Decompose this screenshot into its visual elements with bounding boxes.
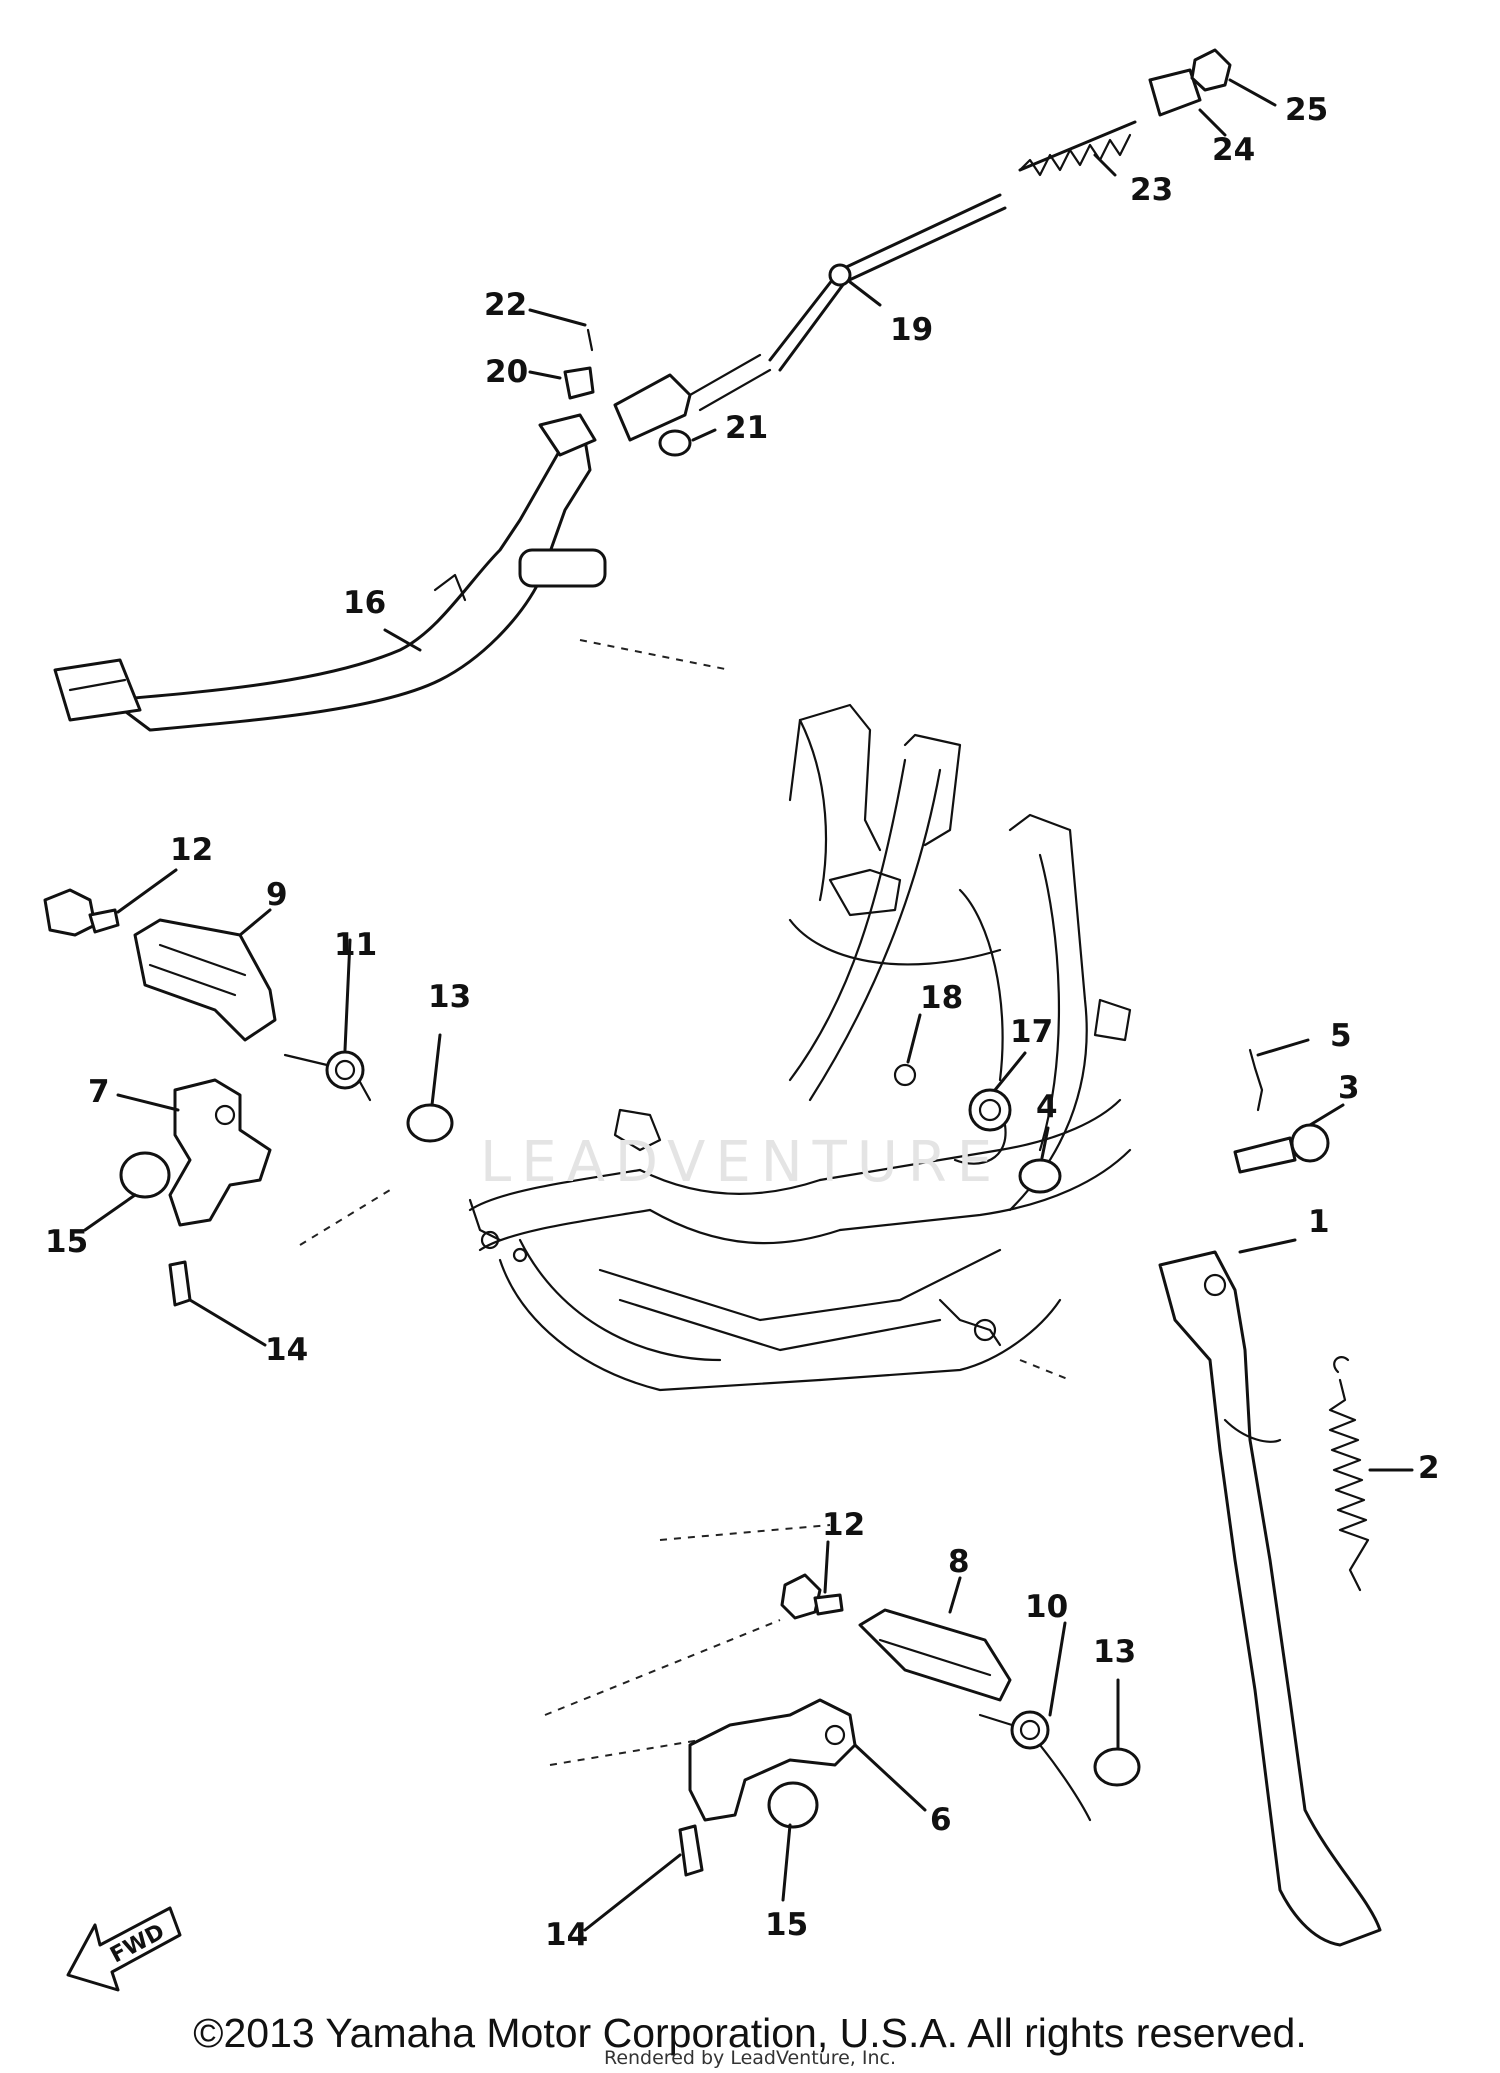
joint-24-part xyxy=(1148,68,1202,117)
copyright-text: ©2013 Yamaha Motor Corporation, U.S.A. A… xyxy=(193,2010,1307,2056)
footrest-8-part xyxy=(858,1608,1012,1702)
spring-17-part xyxy=(953,1088,1012,1165)
callout-11: 11 xyxy=(334,927,377,963)
rendered-by-text: Rendered by LeadVenture, Inc. xyxy=(603,2047,897,2069)
bolt-3-part xyxy=(1233,1123,1330,1174)
callout-15a: 15 xyxy=(45,1224,88,1260)
callout-7: 7 xyxy=(88,1074,110,1110)
callout-4: 4 xyxy=(1036,1089,1058,1125)
callout-14b: 14 xyxy=(545,1917,588,1953)
callout-14a: 14 xyxy=(265,1332,308,1368)
pin-20-part xyxy=(563,366,595,400)
footrest-9-part xyxy=(133,918,277,1042)
callout-19: 19 xyxy=(890,312,933,348)
spring-2-part xyxy=(1328,1356,1370,1592)
callout-23: 23 xyxy=(1130,172,1173,208)
callout-25: 25 xyxy=(1285,92,1328,128)
callout-2: 2 xyxy=(1418,1450,1440,1486)
callout-21: 21 xyxy=(725,410,768,446)
collar-13-left-part xyxy=(406,1103,454,1143)
callout-9: 9 xyxy=(266,877,288,913)
callout-12a: 12 xyxy=(170,832,213,868)
callout-17: 17 xyxy=(1010,1014,1053,1050)
callout-3: 3 xyxy=(1338,1070,1360,1106)
bolt-14-left-part xyxy=(168,1260,192,1307)
callout-12b: 12 xyxy=(822,1507,865,1543)
pin-5-part xyxy=(1248,1048,1264,1112)
sidestand-1-part xyxy=(1158,1250,1382,1947)
collar-13-right-part xyxy=(1093,1747,1141,1787)
spring-10-part xyxy=(978,1710,1092,1822)
callout-18: 18 xyxy=(920,980,963,1016)
nut-25-part xyxy=(1190,48,1232,92)
bolt-12-right-part xyxy=(780,1573,844,1620)
brake-rod-part xyxy=(613,120,1137,442)
washer-21-part xyxy=(658,429,692,457)
fwd-arrow-icon: FWD xyxy=(66,1906,182,1992)
bolt-14-right-part xyxy=(678,1824,704,1877)
bracket-6-part xyxy=(688,1698,857,1822)
bolt-12-left-part xyxy=(43,888,120,937)
callout-5: 5 xyxy=(1330,1018,1352,1054)
callout-16: 16 xyxy=(343,585,386,621)
callout-1: 1 xyxy=(1308,1204,1330,1240)
watermark-text: LEADVENTURE xyxy=(480,1130,1003,1195)
bracket-7-part xyxy=(168,1078,272,1227)
callout-6: 6 xyxy=(930,1802,952,1838)
callout-22: 22 xyxy=(484,287,527,323)
callout-24: 24 xyxy=(1212,132,1255,168)
callout-10: 10 xyxy=(1025,1589,1068,1625)
collar-15-right-part xyxy=(767,1781,819,1829)
callout-13a: 13 xyxy=(428,979,471,1015)
spring-11-part xyxy=(283,1050,372,1102)
collar-15-left-part xyxy=(119,1151,171,1199)
collar-4-part xyxy=(1018,1158,1062,1194)
assembly-leader-lines xyxy=(299,639,1071,1766)
brake-pedal-part xyxy=(53,413,607,732)
callout-15b: 15 xyxy=(765,1907,808,1943)
callout-leaders xyxy=(83,78,1414,1932)
spring-23-part xyxy=(1018,133,1132,177)
cotter-pin-22-part xyxy=(586,328,594,352)
clip-18-part xyxy=(893,1063,917,1087)
frame-illustration xyxy=(468,703,1132,1392)
callout-20: 20 xyxy=(485,354,528,390)
callout-13b: 13 xyxy=(1093,1634,1136,1670)
callout-8: 8 xyxy=(948,1544,970,1580)
